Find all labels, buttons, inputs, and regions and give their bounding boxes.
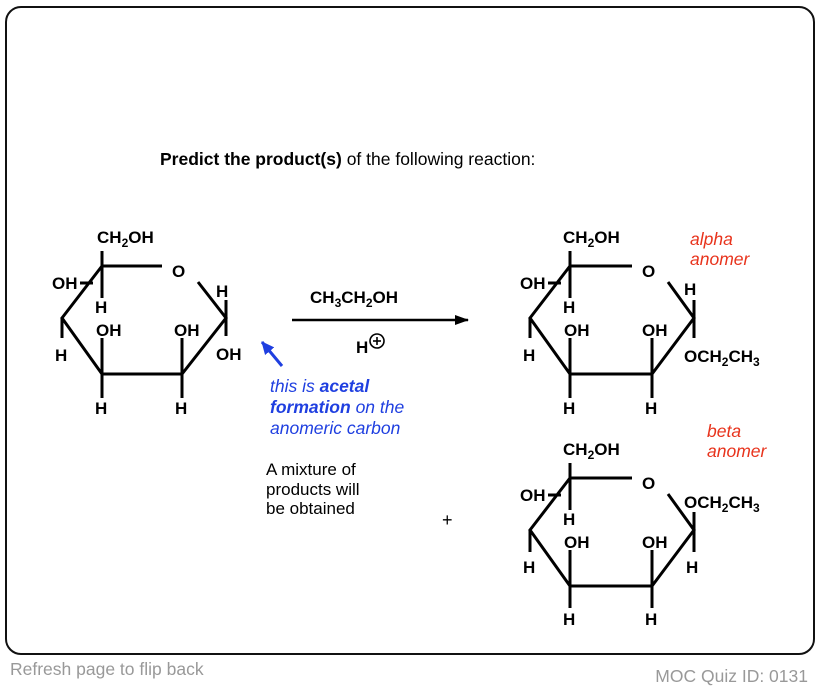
beta-ch2oh-label: CH2OH [563,440,620,462]
alpha-ring-oxygen: O [642,262,655,281]
alpha-c4-oh: OH [520,274,546,293]
beta-c3-oh: OH [564,533,590,552]
alpha-label-line2: anomer [690,249,750,269]
plus-sign: + [442,510,453,530]
reactant-c4-h: H [95,298,107,317]
reagent-acid: H [356,338,368,357]
note-line2-bold: formation [270,397,351,417]
question-title-rest: of the following reaction: [341,149,536,169]
question-title-bold: Predict the product(s) [160,149,342,169]
mixture-note: A mixture of products will be obtained [266,460,360,519]
alpha-c3-oh: OH [564,321,590,340]
beta-label-line1: beta [707,421,742,441]
anomeric-pointer-arrow [260,341,284,367]
beta-c3-h: H [563,610,575,629]
quiz-id: MOC Quiz ID: 0131 [655,666,808,686]
alpha-c3-h: H [563,399,575,418]
note-line1-pre: this is [270,376,320,396]
alpha-label-line1: alpha [690,229,733,249]
reactant-c3-h: H [95,399,107,418]
mixture-line1: A mixture of [266,460,356,479]
mixture-line3: be obtained [266,499,355,518]
beta-c4-h: H [563,510,575,529]
reactant-c3-oh: OH [96,321,122,340]
beta-ring-oxygen: O [642,474,655,493]
reactant-ring-oxygen: O [172,262,185,281]
note-line2-rest: on the [350,397,405,417]
alpha-c4-lower-h: H [523,346,535,365]
acetal-formation-note: this is acetal formation on the anomeric… [270,376,404,439]
beta-c2-h: H [645,610,657,629]
note-line3: anomeric carbon [270,418,401,438]
beta-anomer-label: beta anomer [707,421,766,461]
acid-plus-circle [369,333,385,349]
reactant-c1-h: H [216,282,228,301]
beta-c1-oet: OCH2CH3 [684,493,760,515]
beta-c4-oh: OH [520,486,546,505]
product-alpha-structure [528,251,696,398]
alpha-anomer-label: alpha anomer [690,229,749,269]
refresh-link[interactable]: Refresh page to flip back [10,659,204,679]
alpha-c1-h: H [684,280,696,299]
reactant-c2-h: H [175,399,187,418]
reactant-ch2oh-label: CH2OH [97,228,154,250]
alpha-c2-h: H [645,399,657,418]
reactant-glucose [60,251,228,398]
alpha-c2-oh: OH [642,321,668,340]
reagent-ethanol: CH3CH2OH [310,288,398,310]
reactant-c4-lower-h: H [55,346,67,365]
note-line1-bold: acetal [319,376,370,396]
product-beta-structure [528,463,696,608]
alpha-ch2oh-label: CH2OH [563,228,620,250]
reactant-c4-oh: OH [52,274,78,293]
reactant-c2-oh: OH [174,321,200,340]
beta-label-line2: anomer [707,441,767,461]
beta-c1-h: H [686,558,698,577]
mixture-line2: products will [266,479,360,499]
alpha-c1-oet: OCH2CH3 [684,347,760,369]
reactant-c1-oh: OH [216,345,242,364]
alpha-c4-h: H [563,298,575,317]
beta-c2-oh: OH [642,533,668,552]
beta-c4-lower-h: H [523,558,535,577]
question-title: Predict the product(s) of the following … [160,149,535,170]
